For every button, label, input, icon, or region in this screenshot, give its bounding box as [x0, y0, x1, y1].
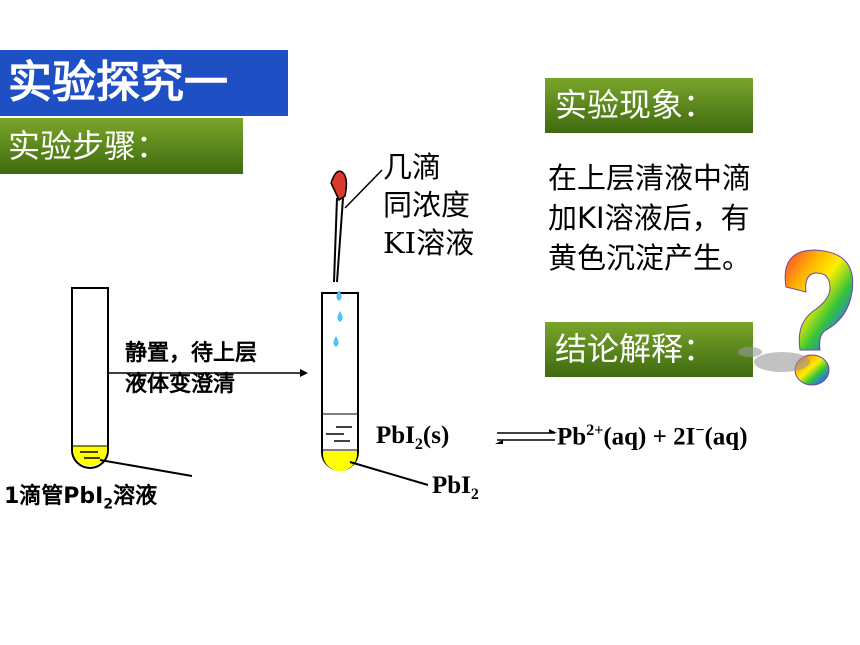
observation-line: 加KI溶液后，有 [548, 201, 750, 235]
droplet [336, 290, 342, 301]
equation-right: Pb2+(aq) + 2I−(aq) [557, 422, 748, 451]
step-arrow-line: 液体变澄清 [125, 372, 236, 397]
step-arrow-label: 静置，待上层 液体变澄清 [125, 338, 257, 400]
dropper [330, 169, 383, 283]
observation-line: 黄色沉淀产生。 [548, 241, 752, 275]
tube1-precipitate [73, 446, 107, 466]
observation-header: 实验现象： [545, 78, 753, 133]
equilibrium-arrow [495, 429, 557, 444]
observation-text: 在上层清液中滴 加KI溶液后，有 黄色沉淀产生。 [548, 158, 798, 278]
question-mark-icon [738, 249, 854, 386]
process-arrow [108, 369, 308, 377]
drop-label-line: 同浓度 [383, 188, 471, 222]
test-tube-2 [321, 290, 359, 471]
tube1-label: 1滴管PbI2溶液 [4, 484, 158, 513]
precipitate-label: PbI2 [432, 472, 479, 503]
droplet [333, 336, 339, 347]
test-tube-1 [71, 287, 109, 469]
page-title: 实验探究一 [0, 50, 288, 116]
drop-label-line: KI溶液 [383, 226, 475, 260]
tube2-pointer-line [349, 461, 429, 486]
equation-left: PbI2(s) [376, 422, 450, 453]
tube1-pointer-line [99, 459, 193, 477]
step-arrow-line: 静置，待上层 [125, 341, 258, 366]
conclusion-header: 结论解释： [545, 322, 753, 377]
drop-label-line: 几滴 [383, 150, 442, 184]
observation-line: 在上层清液中滴 [548, 161, 752, 195]
droplet [337, 311, 343, 322]
drop-label: 几滴 同浓度 KI溶液 [383, 148, 474, 262]
steps-header: 实验步骤： [0, 118, 243, 174]
